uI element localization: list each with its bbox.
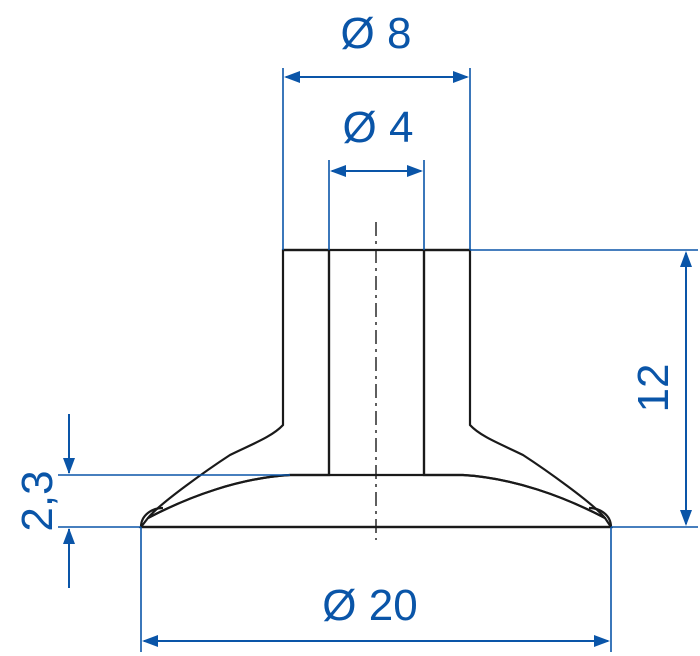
right-stem-wall: [422, 248, 606, 519]
lower-lip: [138, 473, 614, 529]
dim-total-height: 12: [470, 249, 698, 528]
label-inner-bore-diameter: Ø 4: [343, 103, 414, 152]
dim-inner-bore-diameter: Ø 4: [328, 103, 425, 250]
label-total-height: 12: [629, 364, 678, 413]
label-base-diameter: Ø 20: [322, 581, 417, 630]
dim-base-diameter: Ø 20: [140, 527, 612, 652]
right-lip-tip: [588, 506, 613, 528]
left-lip-tip: [139, 506, 164, 528]
label-lip-height: 2,3: [13, 470, 62, 531]
dim-lip-height: 2,3: [13, 414, 290, 588]
dim-outer-top-diameter: Ø 8: [282, 9, 471, 250]
label-outer-top-diameter: Ø 8: [341, 9, 412, 58]
left-stem-wall: [147, 248, 331, 519]
